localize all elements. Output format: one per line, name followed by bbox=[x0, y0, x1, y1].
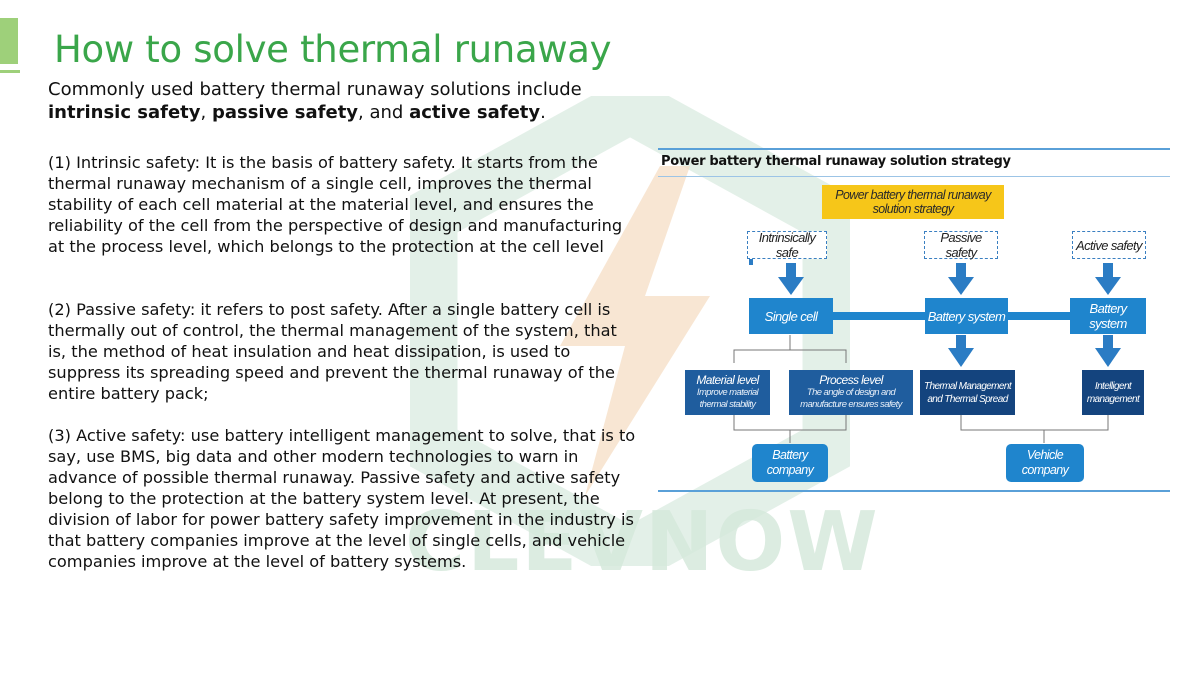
battery-system-box: Battery system bbox=[925, 298, 1008, 334]
material-level-desc: Improve material thermal stability bbox=[696, 387, 759, 410]
material-level-title: Material level bbox=[696, 373, 759, 387]
process-level-box: Process level The angle of design and ma… bbox=[789, 370, 913, 415]
battery-company-box: Battery company bbox=[752, 444, 828, 482]
thermal-management-box: Thermal Management and Thermal Spread bbox=[920, 370, 1015, 415]
intro-sep: , and bbox=[358, 102, 410, 123]
diagram-bottom-rule bbox=[658, 490, 1170, 492]
intelligent-management-box: Intelligent management bbox=[1082, 370, 1144, 415]
page-title: How to solve thermal runaway bbox=[54, 28, 612, 71]
intro-sep: , bbox=[200, 102, 212, 123]
category-intrinsic: Intrinsically safe bbox=[747, 230, 827, 260]
diagram-top-rule bbox=[658, 148, 1170, 150]
single-cell-box: Single cell bbox=[749, 298, 833, 334]
material-level-box: Material level Improve material thermal … bbox=[685, 370, 770, 415]
paragraph-active-safety: (3) Active safety: use battery intellige… bbox=[48, 426, 636, 571]
intro-line: Commonly used battery thermal runaway so… bbox=[48, 79, 582, 100]
intro-term-passive: passive safety bbox=[211, 102, 359, 123]
category-passive: Passive safety bbox=[924, 230, 998, 260]
intro-term-intrinsic: intrinsic safety bbox=[48, 102, 201, 123]
process-level-desc: The angle of design and manufacture ensu… bbox=[800, 387, 902, 410]
vehicle-company-box: Vehicle company bbox=[1006, 444, 1084, 482]
intro-term-active: active safety bbox=[409, 102, 541, 123]
diagram-title-rule bbox=[658, 176, 1170, 177]
category-active: Active safety bbox=[1072, 231, 1146, 259]
root-strategy-box: Power battery thermal runaway solution s… bbox=[822, 185, 1004, 219]
strategy-diagram: Power battery thermal runaway solution s… bbox=[658, 145, 1172, 495]
paragraph-passive-safety: (2) Passive safety: it refers to post sa… bbox=[48, 300, 617, 403]
arrow-down-icon bbox=[778, 263, 1121, 295]
watermark-text: CLEVNOW bbox=[405, 495, 880, 590]
paragraph-intrinsic-safety: (1) Intrinsic safety: It is the basis of… bbox=[48, 153, 623, 256]
intro-text: Commonly used battery thermal runaway so… bbox=[48, 78, 648, 124]
process-level-title: Process level bbox=[819, 373, 883, 387]
intro-end: . bbox=[540, 102, 546, 123]
accent-line bbox=[0, 70, 20, 73]
accent-bar bbox=[0, 18, 18, 64]
diagram-title: Power battery thermal runaway solution s… bbox=[661, 154, 1011, 169]
battery-system-box-active: Battery system bbox=[1070, 298, 1146, 334]
diagram-connectors bbox=[733, 258, 1121, 443]
